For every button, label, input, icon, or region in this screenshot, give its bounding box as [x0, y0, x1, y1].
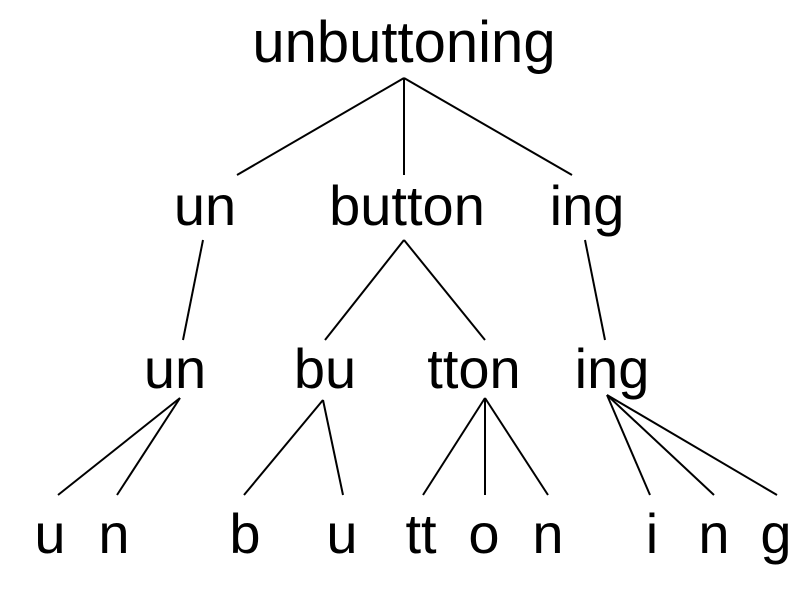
edge-ing-i: [606, 394, 651, 496]
edges: [57, 77, 778, 496]
node-l1-un: un: [174, 174, 236, 237]
node-l3-tt: tt: [405, 502, 437, 565]
edge-root-un: [236, 77, 405, 176]
node-l2-un: un: [144, 337, 206, 400]
edge-bu-b: [243, 399, 324, 496]
nodes: unbuttoning un button ing un bu tton ing…: [34, 10, 791, 565]
node-l2-ing: ing: [575, 337, 650, 400]
edge-tton-tt: [422, 397, 486, 496]
edge-button-bu: [324, 239, 405, 341]
node-root: unbuttoning: [252, 10, 555, 75]
edge-ing-ing: [584, 239, 606, 341]
edge-tton-n: [484, 397, 549, 496]
edge-un-n: [116, 397, 181, 496]
edge-ing-n: [606, 394, 715, 496]
node-l3-i: i: [646, 502, 658, 565]
node-l3-g: g: [760, 502, 791, 565]
edge-ing-g: [606, 394, 778, 496]
edge-un-un: [182, 239, 204, 341]
edge-bu-u: [322, 399, 344, 496]
edge-root-ing: [403, 77, 573, 176]
node-l1-ing: ing: [550, 174, 625, 237]
node-l2-tton: tton: [427, 337, 520, 400]
node-l3-u: u: [34, 502, 65, 565]
node-l3-n2: n: [532, 502, 563, 565]
node-l3-n: n: [98, 502, 129, 565]
node-l3-o: o: [468, 502, 499, 565]
node-l3-n3: n: [698, 502, 729, 565]
node-l2-bu: bu: [294, 337, 356, 400]
edge-un-u: [57, 397, 181, 496]
node-l3-b: b: [229, 502, 260, 565]
node-l1-button: button: [329, 174, 485, 237]
node-l3-u2: u: [326, 502, 357, 565]
edge-button-tton: [403, 239, 486, 341]
